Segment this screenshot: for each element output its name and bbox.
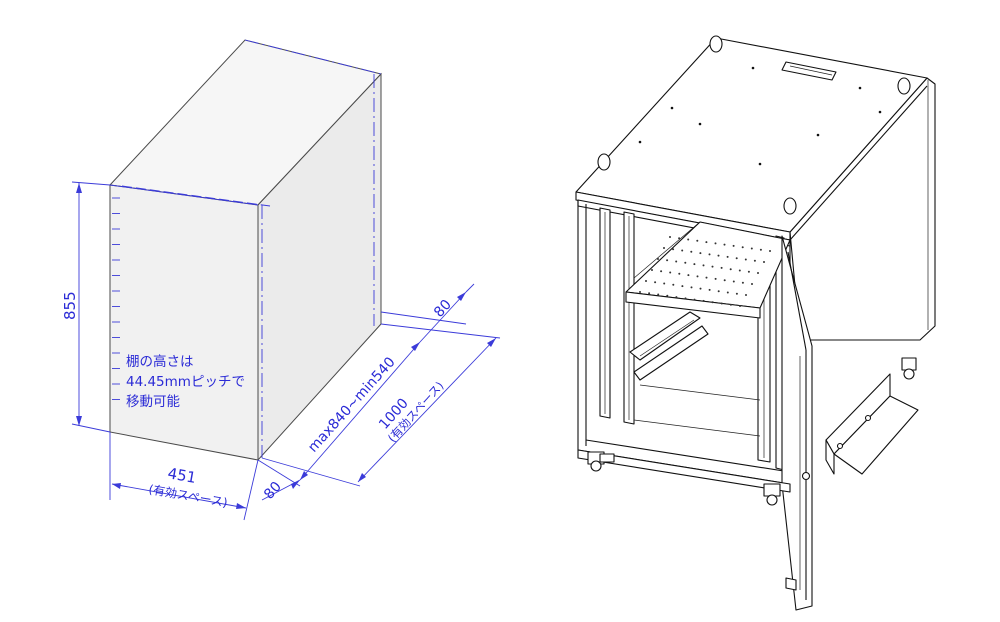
shelf-hole	[672, 248, 675, 251]
shelf-hole	[717, 290, 720, 293]
shelf-hole	[678, 272, 681, 275]
shelf-hole	[741, 246, 744, 249]
shelf-hole	[750, 247, 753, 250]
shelf-hole	[735, 292, 738, 295]
shelf-hole	[744, 258, 747, 261]
height-label: 855	[61, 291, 79, 320]
shelf-note-line-2: 44.45mmピッチで	[126, 374, 245, 390]
shelf-pitch-note: 棚の高さは 44.45mmピッチで 移動可能	[126, 353, 245, 410]
shelf-hole	[639, 291, 641, 293]
shelf-hole	[745, 294, 747, 296]
shelf-hole	[696, 275, 699, 278]
shelf-hole	[714, 277, 717, 280]
shelf-hole	[669, 236, 671, 238]
shelf-note-line-1: 棚の高さは	[126, 353, 194, 370]
shelf-hole	[666, 294, 669, 297]
shelf-hole	[720, 266, 723, 269]
stabilizer-bracket	[825, 373, 919, 475]
shelf-hole	[729, 268, 732, 271]
shelf-hole	[672, 283, 675, 286]
shelf-hole	[711, 301, 714, 304]
shelf-hole	[723, 279, 726, 282]
shelf-hole	[693, 263, 696, 266]
shelf-hole	[757, 272, 759, 274]
shelf-hole	[714, 242, 717, 245]
shelf-hole	[690, 286, 693, 289]
shelf-hole	[735, 257, 738, 260]
shelf-hole	[747, 270, 750, 273]
shelf-hole	[684, 297, 687, 300]
shelf-hole	[699, 252, 702, 255]
shelf-hole	[663, 247, 665, 249]
shelf-hole	[702, 264, 705, 267]
shelf-hole	[769, 250, 771, 252]
shelf-hole	[732, 244, 735, 247]
front-door[interactable]	[781, 235, 813, 611]
shelf-hole	[699, 287, 702, 290]
shelf-hole	[753, 259, 756, 262]
shelf-hole	[657, 293, 660, 296]
shelf-hole	[687, 238, 690, 241]
shelf-hole	[702, 299, 705, 302]
shelf-hole	[705, 276, 708, 279]
shelf-hole	[696, 239, 699, 242]
shelf-hole	[678, 237, 681, 240]
rear-offset-label: 80	[431, 297, 455, 321]
shelf-hole	[681, 249, 684, 252]
effective-space-box	[108, 39, 382, 462]
shelf-hole	[723, 243, 726, 246]
shelf-pitch-ticks	[112, 197, 120, 400]
shelf-hole	[738, 269, 741, 272]
shelf-hole	[705, 241, 708, 244]
perforated-shelf	[625, 221, 791, 319]
left-mount-rail	[599, 207, 635, 425]
shelf-hole	[675, 296, 678, 299]
shelf-hole	[660, 270, 663, 273]
shelf-hole	[751, 283, 753, 285]
caster-right	[763, 483, 781, 506]
shelf-hole	[729, 303, 732, 306]
shelf-hole	[739, 305, 741, 307]
shelf-hole	[684, 261, 687, 264]
shelf-hole	[663, 282, 666, 285]
shelf-hole	[648, 292, 651, 295]
shelf-hole	[717, 254, 720, 257]
shelf-hole	[720, 302, 723, 305]
shelf-hole	[657, 258, 659, 260]
shelf-hole	[732, 280, 735, 283]
shelf-hole	[711, 265, 714, 268]
shelf-hole	[726, 255, 729, 258]
caster-rear	[901, 357, 917, 380]
shelf-hole	[741, 281, 744, 284]
shelf-hole	[690, 250, 693, 253]
shelf-hole	[763, 261, 765, 263]
shelf-hole	[645, 280, 647, 282]
shelf-hole	[687, 274, 690, 277]
shelf-hole	[759, 248, 762, 251]
height-dimension: 855	[61, 181, 111, 433]
shelf-hole	[675, 260, 678, 263]
shelf-hole	[708, 288, 711, 291]
width-label: 451	[166, 464, 197, 487]
shelf-hole	[654, 281, 657, 284]
shelf-hole	[693, 298, 696, 301]
shelf-hole	[669, 271, 672, 274]
shelf-hole	[726, 291, 729, 294]
shelf-hole	[666, 259, 669, 262]
shelf-note-line-3: 移動可能	[126, 394, 180, 410]
rack-cabinet-illustration	[575, 35, 936, 611]
shelf-hole	[708, 253, 711, 256]
shelf-hole	[651, 269, 653, 271]
shelf-hole	[681, 285, 684, 288]
